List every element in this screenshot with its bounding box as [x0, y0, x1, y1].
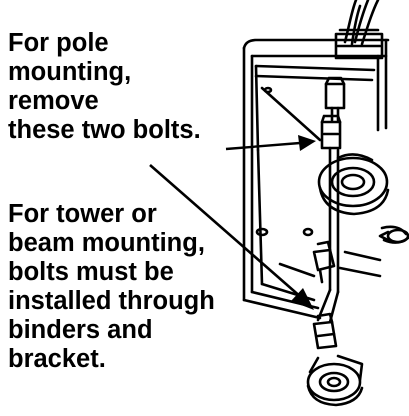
instruction-line: mounting,: [8, 58, 132, 86]
instruction-line: For pole: [8, 29, 109, 57]
tower-mounting-instruction: For tower or beam mounting, bolts must b…: [8, 200, 215, 374]
bottom-bolt: [312, 312, 338, 350]
instruction-line: installed through: [8, 287, 215, 315]
pole-callout-arrow: [225, 135, 316, 151]
instruction-line: binders and: [8, 316, 153, 344]
upper-binder-ring: [317, 153, 390, 216]
wire-leads: [343, 0, 380, 46]
lower-binder-ring: [306, 354, 364, 407]
instruction-line: these two bolts.: [8, 116, 201, 144]
lower-bolt: [312, 240, 336, 284]
upper-bolt: [324, 76, 346, 122]
mounting-hole-top: [263, 86, 273, 94]
mounting-hole-center: [302, 227, 314, 237]
instruction-line: remove: [8, 87, 99, 115]
mounting-hole-left: [255, 227, 269, 237]
instruction-line: beam mounting,: [8, 229, 205, 257]
instruction-line: bolts must be: [8, 258, 174, 286]
pole-mounting-instruction: For pole mounting, remove these two bolt…: [8, 29, 201, 145]
tower-callout-arrow: [149, 164, 314, 310]
middle-bolt: [320, 114, 342, 150]
bracket-frame: [242, 38, 390, 320]
top-cap: [334, 28, 384, 60]
chain-link: [378, 225, 409, 244]
instruction-line: bracket.: [8, 345, 106, 373]
instruction-line: For tower or: [8, 200, 157, 228]
